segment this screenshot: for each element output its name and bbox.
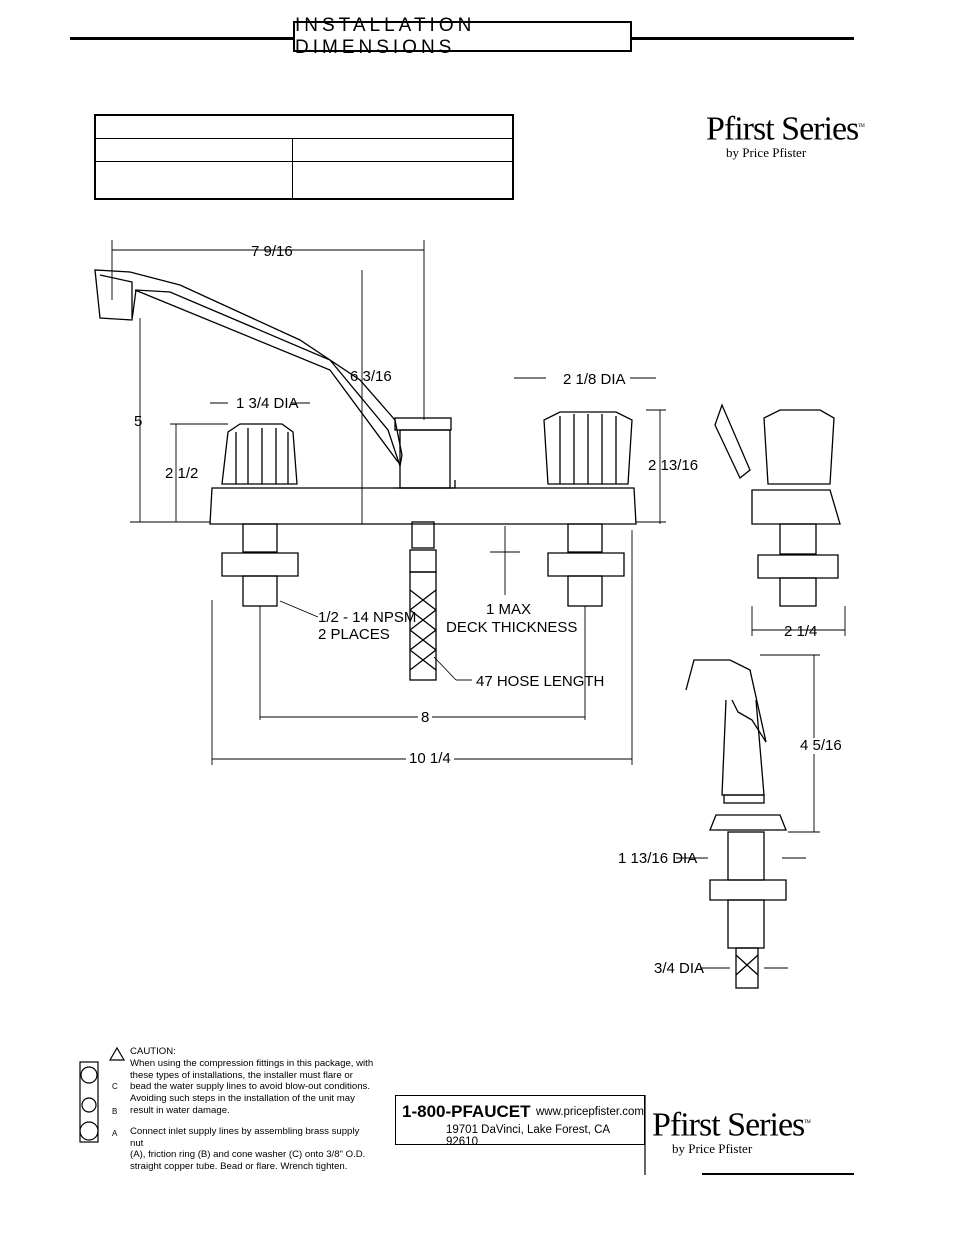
dim-spray-height: 4 5/16 — [800, 737, 842, 754]
spec-table-column-divider — [292, 138, 293, 198]
dim-right-handle-height: 2 13/16 — [648, 457, 699, 474]
label-a: A — [112, 1129, 118, 1138]
dim-overall-width: 10 1/4 — [406, 751, 454, 767]
dim-side-width: 2 1/4 — [784, 623, 818, 640]
caution-line: these types of installations, the instal… — [130, 1069, 353, 1081]
dim-overall-height: 5 — [134, 413, 143, 430]
header-rule-left — [70, 37, 293, 40]
connect-line: Connect inlet supply lines by assembling… — [130, 1125, 360, 1149]
connect-line: straight copper tube. Bead or flare. Wre… — [130, 1161, 348, 1173]
contact-box: 1-800-PFAUCET www.pricepfister.com 19701… — [395, 1095, 645, 1148]
caution-line: result in water damage. — [130, 1104, 230, 1116]
dim-spout-height: 6 3/16 — [350, 368, 392, 385]
dim-centers: 8 — [418, 710, 433, 726]
dim-spray-base-dia: 1 13/16 DIA — [618, 850, 698, 867]
dim-hose-length: 47 HOSE LENGTH — [476, 673, 605, 690]
header-rule-right — [632, 37, 854, 40]
brand-logo-top: Pfirst SeriesTM by Price Pfister — [706, 110, 865, 161]
spec-table-divider — [96, 138, 512, 139]
caution-line: When using the compression fittings in t… — [130, 1057, 374, 1069]
dim-npsm: 1/2 - 14 NPSM — [318, 609, 417, 626]
phone-number: 1-800-PFAUCET — [402, 1102, 531, 1121]
dim-spray-shank-dia: 3/4 DIA — [654, 960, 705, 977]
dim-deck-thickness: DECK THICKNESS — [446, 619, 578, 636]
spec-table-divider — [96, 161, 512, 162]
dim-spout-reach: 7 9/16 — [251, 243, 293, 260]
logo-series-text: Pfirst Series — [652, 1106, 805, 1144]
connect-line: (A), friction ring (B) and cone washer (… — [130, 1149, 366, 1161]
spec-table — [94, 114, 514, 200]
logo-by-text: by Price Pfister — [726, 145, 807, 161]
dim-places: 2 PLACES — [318, 626, 390, 643]
logo-tm: TM — [804, 1120, 810, 1125]
logo-tm: TM — [858, 124, 864, 129]
website: www.pricepfister.com — [536, 1106, 645, 1118]
dim-right-handle-dia: 2 1/8 DIA — [563, 371, 626, 388]
dim-deck-max: 1 MAX — [486, 601, 532, 618]
caution-line: Avoiding such steps in the installation … — [130, 1093, 355, 1105]
logo-series-text: Pfirst Series — [706, 110, 859, 148]
caution-line: bead the water supply lines to avoid blo… — [130, 1081, 370, 1093]
brand-logo-bottom: Pfirst SeriesTM by Price Pfister — [652, 1106, 811, 1157]
address: 19701 DaVinci, Lake Forest, CA 92610 — [446, 1124, 610, 1148]
caution-heading: CAUTION: — [130, 1046, 176, 1057]
label-b: B — [112, 1107, 118, 1116]
dim-handle-dia: 1 3/4 DIA — [236, 395, 299, 412]
logo-by-text: by Price Pfister — [672, 1141, 753, 1157]
caution-text: CAUTION: When using the compression fitt… — [130, 1046, 375, 1173]
dim-handle-height: 2 1/2 — [165, 465, 199, 482]
label-c: C — [112, 1082, 118, 1091]
